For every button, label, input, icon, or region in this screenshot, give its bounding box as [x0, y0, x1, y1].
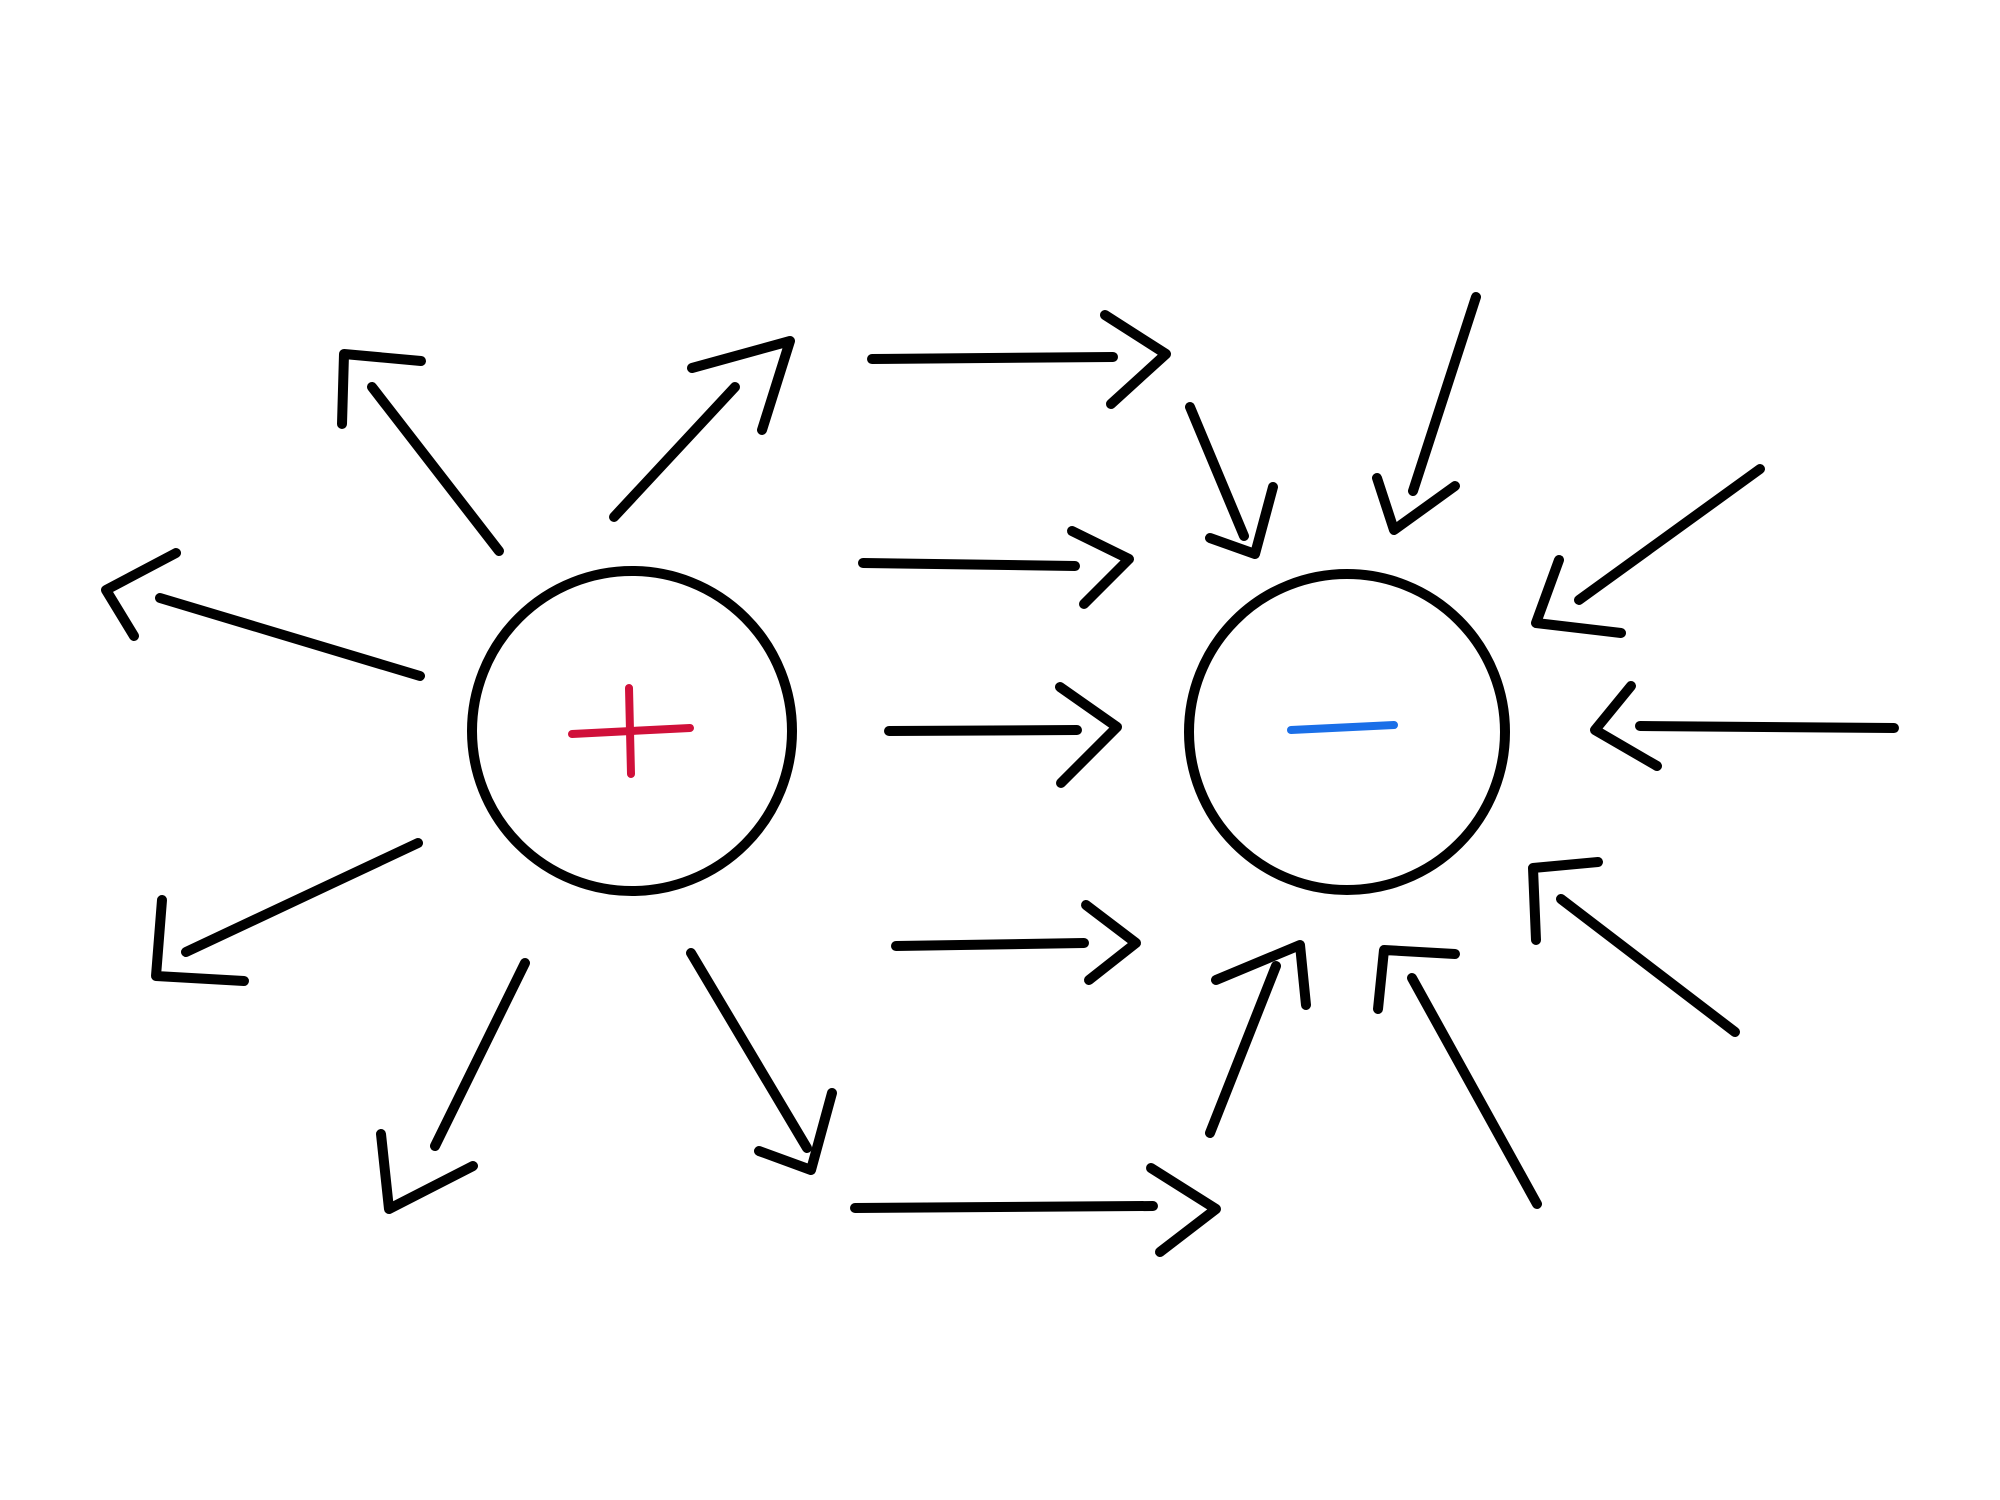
field-arrow [884, 682, 1122, 788]
field-arrow [858, 526, 1134, 609]
connecting-field-lines [850, 310, 1221, 1257]
field-arrow [609, 336, 795, 522]
field-arrow [1185, 402, 1278, 559]
positive-charge-circle [467, 566, 797, 896]
field-arrow [1372, 292, 1481, 535]
field-arrow [686, 948, 837, 1175]
field-arrow [867, 310, 1171, 409]
field-arrow [151, 838, 423, 986]
field-arrow [1205, 940, 1311, 1138]
field-arrow [337, 349, 504, 556]
field-arrow [850, 1163, 1221, 1257]
negative-charge [1184, 569, 1510, 895]
field-arrow [1528, 857, 1740, 1037]
field-arrow [1373, 945, 1542, 1209]
inward-field-lines [1185, 292, 1899, 1209]
negative-charge-circle [1184, 569, 1510, 895]
minus-sign-icon [1287, 721, 1398, 734]
field-arrow [1590, 681, 1899, 771]
field-arrow [376, 958, 530, 1214]
positive-charge [467, 566, 797, 896]
plus-sign-icon [568, 684, 694, 778]
outward-field-lines [101, 336, 837, 1214]
field-arrow [891, 900, 1141, 985]
field-arrow [1531, 464, 1765, 638]
field-arrow [101, 548, 425, 681]
